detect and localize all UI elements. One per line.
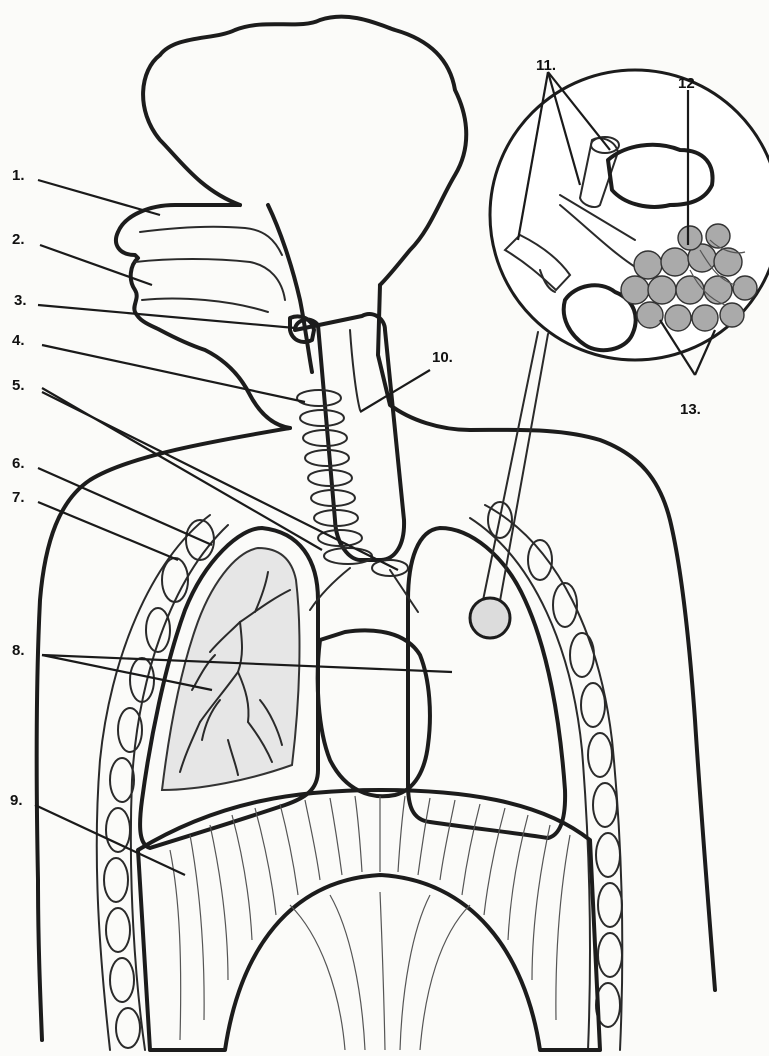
label-3: 3. [14,292,27,309]
face-profile [116,205,290,428]
trachea [295,314,404,560]
oral-cavity [135,259,285,300]
abdomen-lines [290,892,470,1050]
esophagus [350,330,360,410]
label-7: 7. [12,489,25,506]
label-13: 13. [680,401,701,418]
heart [318,630,430,796]
label-9: 9. [10,792,23,809]
alveolus-marker [470,598,510,638]
label-5: 5. [12,377,25,394]
label-6: 6. [12,455,25,472]
tongue [142,299,268,313]
pharynx-back-wall [268,205,312,372]
nasal-cavity [140,227,282,255]
label-2: 2. [12,231,25,248]
label-4: 4. [12,332,25,349]
label-10: 10. [432,349,453,366]
ribs-right [470,502,622,1050]
label-1: 1. [12,167,25,184]
head-hair-outline [143,17,466,285]
label-8: 8. [12,642,25,659]
label-11: 11. [536,57,556,74]
label-12: 12 [678,75,695,92]
